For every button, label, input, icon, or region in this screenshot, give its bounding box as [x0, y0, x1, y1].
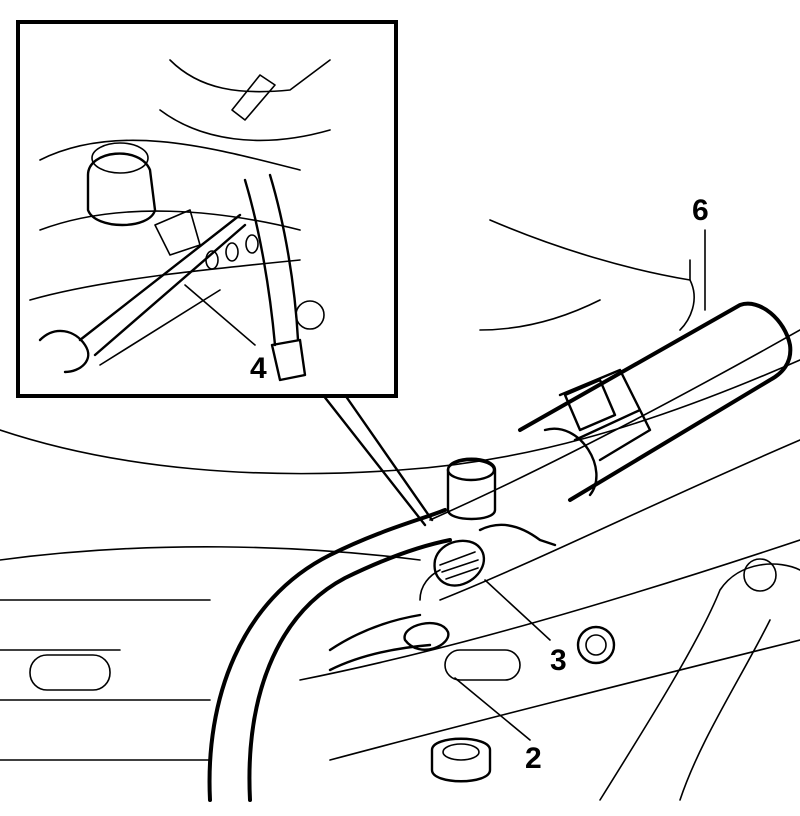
inset-boss: [86, 152, 157, 227]
connector-housing: [518, 301, 793, 502]
inset-tank: [159, 59, 331, 142]
right-arm-boss: [743, 558, 777, 592]
grommet-2-inner: [442, 743, 480, 761]
body-panel-lower: [0, 546, 421, 561]
slot-mid: [444, 649, 521, 681]
tank-outline: [479, 219, 691, 331]
frame-rail-mid: [439, 439, 800, 601]
clip-arm: [478, 523, 557, 547]
inset-hose-left: [243, 178, 277, 347]
frame-rail-bottom: [299, 539, 800, 681]
inset-hole-2: [225, 242, 239, 262]
zoom-connector-line-1: [321, 393, 427, 527]
leader-3: [484, 579, 551, 641]
grommet-1-inner: [585, 634, 607, 656]
bolt-cap: [446, 457, 497, 521]
body-panel-curve: [0, 359, 800, 475]
hose-line: [328, 613, 432, 672]
inset-hose-end: [270, 338, 307, 382]
slot-left: [29, 654, 111, 691]
zoom-connector-line-2: [343, 393, 434, 522]
frame-rail-top: [429, 329, 800, 521]
callout-2: 2: [525, 742, 542, 775]
detail-inset: 4: [16, 20, 398, 398]
main-view: 6 3 2: [0, 194, 800, 802]
inset-pliers-handle-2: [93, 223, 247, 357]
callout-6: 6: [692, 194, 709, 227]
inset-pliers-handle-1: [78, 213, 242, 342]
connector-tab: [563, 378, 617, 432]
inset-frame: [16, 20, 398, 398]
spring-clip: [433, 539, 486, 587]
cable-sleeve-outer: [207, 508, 447, 802]
inset-boss-top: [91, 142, 149, 174]
right-arm: [599, 563, 800, 801]
frame-rail-base: [329, 639, 800, 761]
inset-hole-3: [245, 234, 259, 254]
spring-coils: [439, 551, 479, 580]
inset-rail: [29, 139, 301, 301]
inset-pliers-handle-3: [99, 289, 221, 366]
cable-sleeve-inner: [247, 538, 452, 802]
tank-curve: [679, 279, 695, 331]
bolt-cap-top: [446, 458, 496, 482]
hose-clamp: [403, 621, 450, 651]
grommet-1: [576, 625, 616, 665]
callout-4: 4: [250, 352, 267, 385]
inset-rib: [231, 74, 276, 121]
grommet-2: [430, 737, 492, 783]
floor-edge: [0, 599, 211, 761]
leader-4: [184, 284, 256, 346]
inset-grommet: [295, 300, 325, 330]
callout-3: 3: [550, 644, 567, 677]
inset-pliers-jaw: [38, 329, 90, 374]
connector-body: [543, 368, 652, 497]
leader-2: [454, 677, 531, 741]
cable-end: [419, 569, 441, 601]
